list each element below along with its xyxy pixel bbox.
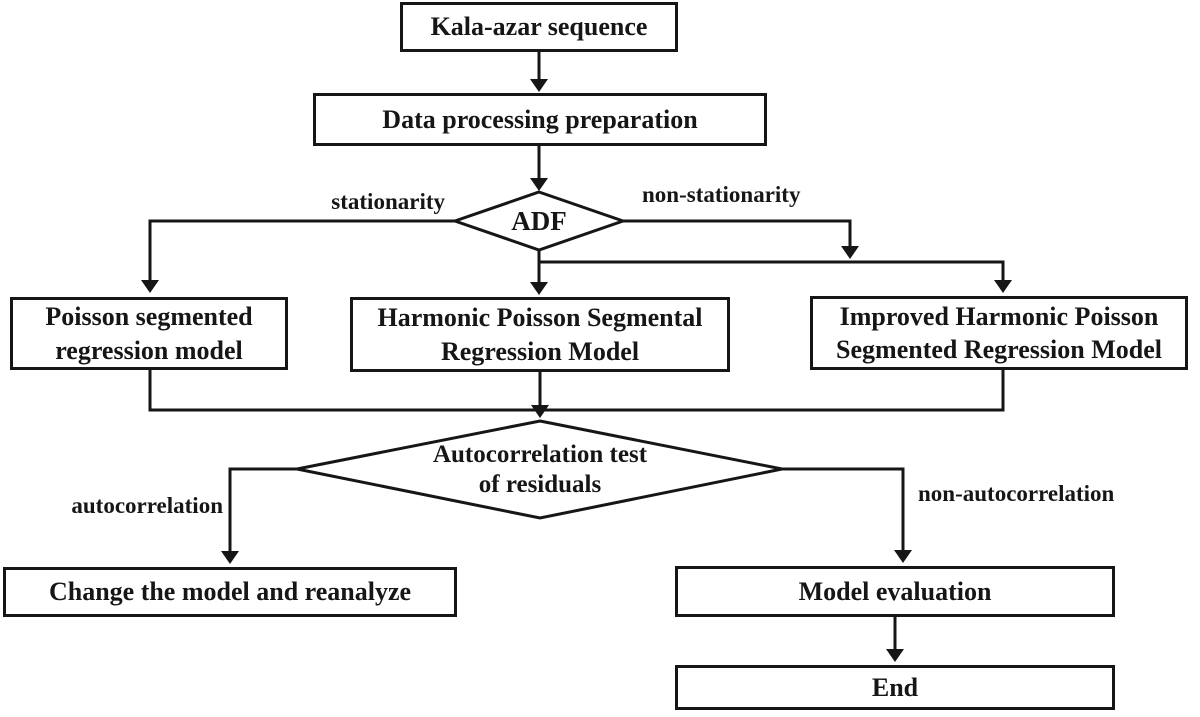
arrow-autocorrelation-to-model-evaluation (782, 467, 912, 563)
node-label: Kala-azar sequence (430, 12, 648, 42)
node-label: Model evaluation (798, 576, 992, 606)
autocorrelation-diamond-label: Autocorrelation test of residuals (390, 441, 690, 499)
node-label-line: Autocorrelation test (432, 440, 648, 468)
node-label-line: Segmented Regression Model (836, 335, 1162, 364)
arrow-adf-stationarity-to-poisson (141, 219, 455, 293)
node-label: Change the model and reanalyze (48, 577, 412, 607)
node-model-evaluation: Model evaluation (675, 566, 1115, 617)
node-kala-azar-sequence: Kala-azar sequence (400, 2, 678, 52)
node-harmonic-poisson-segmental-regression-model: Harmonic Poisson Segmental Regression Mo… (350, 297, 730, 372)
node-label-line: regression model (55, 335, 243, 365)
arrow-model-evaluation-to-end (886, 617, 904, 662)
node-label-line: of residuals (478, 471, 602, 498)
edge-label-non-stationarity: non-stationarity (642, 182, 801, 207)
node-end: End (675, 665, 1115, 710)
node-label-line: Harmonic Poisson Segmental (377, 303, 703, 333)
node-label-line: Improved Harmonic Poisson (839, 301, 1159, 331)
node-label: End (871, 672, 919, 702)
edge-label-stationarity: stationarity (331, 189, 445, 214)
node-label: Data processing preparation (382, 104, 698, 134)
edge-label-non-autocorrelation: non-autocorrelation (918, 481, 1115, 506)
node-data-processing-preparation: Data processing preparation (313, 93, 767, 146)
arrow-branch-to-improved (539, 260, 1012, 293)
arrow-harmonic-to-autocorrelation (531, 372, 549, 418)
edge-label-autocorrelation: autocorrelation (71, 493, 223, 518)
arrow-data-processing-to-adf (530, 146, 548, 191)
arrow-autocorrelation-to-change-model (221, 467, 297, 564)
arrow-kala-to-data-processing (530, 52, 548, 92)
node-label-line: Regression Model (440, 336, 640, 366)
arrow-adf-to-harmonic (530, 250, 548, 295)
node-improved-harmonic-poisson-segmented-regression-model: Improved Harmonic Poisson Segmented Regr… (810, 296, 1188, 370)
connector-models-to-collector-line (148, 370, 1005, 412)
adf-decision-diamond (450, 190, 628, 252)
adf-diamond-label: ADF (489, 204, 589, 238)
arrow-adf-nonstationarity-branch (623, 219, 859, 259)
node-change-the-model-and-reanalyze: Change the model and reanalyze (3, 567, 457, 617)
node-poisson-segmented-regression-model: Poisson segmented regression model (10, 297, 288, 370)
node-label-line: Poisson segmented (45, 302, 253, 332)
node-label: ADF (511, 205, 567, 236)
autocorrelation-decision-diamond (296, 419, 783, 520)
